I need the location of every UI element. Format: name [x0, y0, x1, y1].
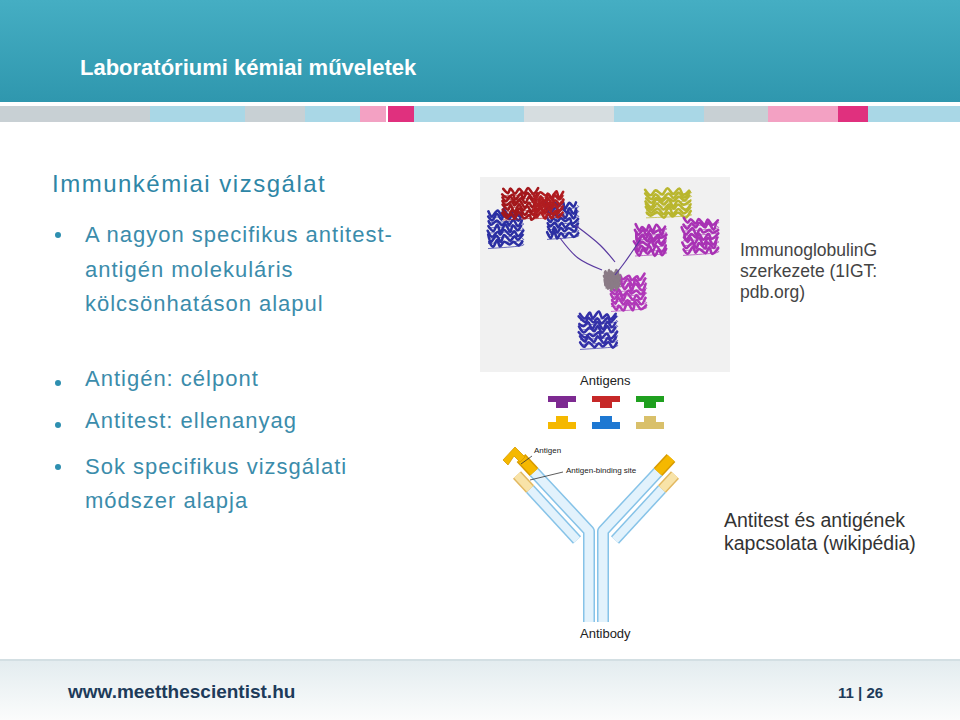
antigen-shape [600, 416, 612, 422]
footer-rule [0, 659, 960, 661]
image-caption: ImmunoglobulinG szerkezete (1IGT: pdb.or… [740, 240, 945, 303]
strip-segment [388, 106, 414, 122]
chain-outline [530, 489, 577, 540]
bullet-dot [55, 464, 61, 470]
strip-segment [0, 106, 150, 122]
bullet-dot [55, 422, 61, 428]
protein-ribbons [488, 188, 719, 349]
loop [534, 215, 564, 218]
hinge-chain [560, 238, 602, 270]
protein-panel [480, 177, 730, 372]
chain-outline [662, 475, 675, 489]
antigen-shape [548, 396, 576, 402]
strip-segment [614, 106, 704, 122]
loop [547, 235, 579, 240]
hinge-chain [615, 240, 640, 275]
bullet-text: A nagyon specifikus antitest-antigén mol… [85, 218, 425, 322]
antigen-shape [556, 402, 568, 408]
strip-segment [414, 106, 524, 122]
bullet-dot [55, 232, 61, 238]
strip-segment [768, 106, 838, 122]
antigen-shape [644, 416, 656, 422]
loop [580, 345, 618, 350]
bullet-text: Sok specifikus vizsgálati módszer alapja [85, 450, 445, 518]
bullet-text: Antitest: ellenanyag [85, 408, 297, 434]
chain-fill [658, 458, 671, 472]
hinge-chain [575, 225, 615, 262]
antigen-shape [592, 422, 620, 429]
chain-outline [658, 458, 671, 472]
strip-segment [150, 106, 245, 122]
strip-segment [245, 106, 305, 122]
leader-line [521, 456, 532, 464]
beta-strand [635, 249, 666, 256]
bullet-text: Antigén: célpont [85, 366, 259, 392]
loop [683, 251, 719, 256]
chain-fill [530, 489, 577, 540]
header-bar [0, 0, 960, 102]
bound-antigen [503, 447, 525, 465]
figure-label: Antigen-binding site [566, 466, 636, 476]
footer-url: www.meetthescientist.hu [68, 681, 295, 704]
page-number: 11 | 26 [838, 684, 883, 702]
beta-strand [547, 231, 578, 238]
antigen-shape [644, 402, 656, 408]
antigen-shape [636, 396, 664, 402]
chain-outline [517, 475, 530, 489]
loop [503, 216, 539, 220]
color-strip [0, 106, 960, 122]
loop [605, 286, 621, 288]
slide-title: Laboratóriumi kémiai műveletek [80, 55, 416, 81]
section-heading: Immunkémiai vizsgálat [52, 170, 326, 199]
chain-fill [521, 458, 534, 472]
chain-fill [615, 489, 662, 540]
figure-label: Antibody [580, 626, 631, 642]
beta-strand [489, 240, 522, 247]
figure-label: Antigens [580, 373, 631, 389]
antigen-shape [556, 416, 568, 422]
antigen-shape [600, 402, 612, 408]
antigen-shape [548, 422, 576, 429]
loop [635, 252, 667, 256]
figure-label: Antigen [534, 446, 561, 456]
strip-segment [524, 106, 614, 122]
leader-line [530, 472, 563, 480]
bullet-dot [55, 380, 61, 386]
beta-strand [606, 282, 618, 290]
chain-fill [662, 475, 675, 489]
chain-outline [521, 458, 534, 472]
strip-segment [868, 106, 960, 122]
strip-segment [838, 106, 868, 122]
strip-segment [305, 106, 360, 122]
antigen-shape [636, 422, 664, 429]
antibody-panel [500, 372, 700, 646]
chain-outline [615, 489, 662, 540]
beta-strand [548, 223, 578, 228]
strip-segment [360, 106, 386, 122]
strip-segment [704, 106, 768, 122]
footer-band [0, 660, 960, 720]
chain-fill [517, 475, 530, 489]
antibody-symbol [503, 447, 675, 622]
bullet-group [55, 232, 61, 470]
antigen-set [548, 396, 664, 429]
image-caption: Antitest és antigének kapcsolata (wikipé… [724, 509, 952, 554]
antigen-shape [592, 396, 620, 402]
loop [611, 307, 647, 312]
loop [488, 243, 524, 248]
